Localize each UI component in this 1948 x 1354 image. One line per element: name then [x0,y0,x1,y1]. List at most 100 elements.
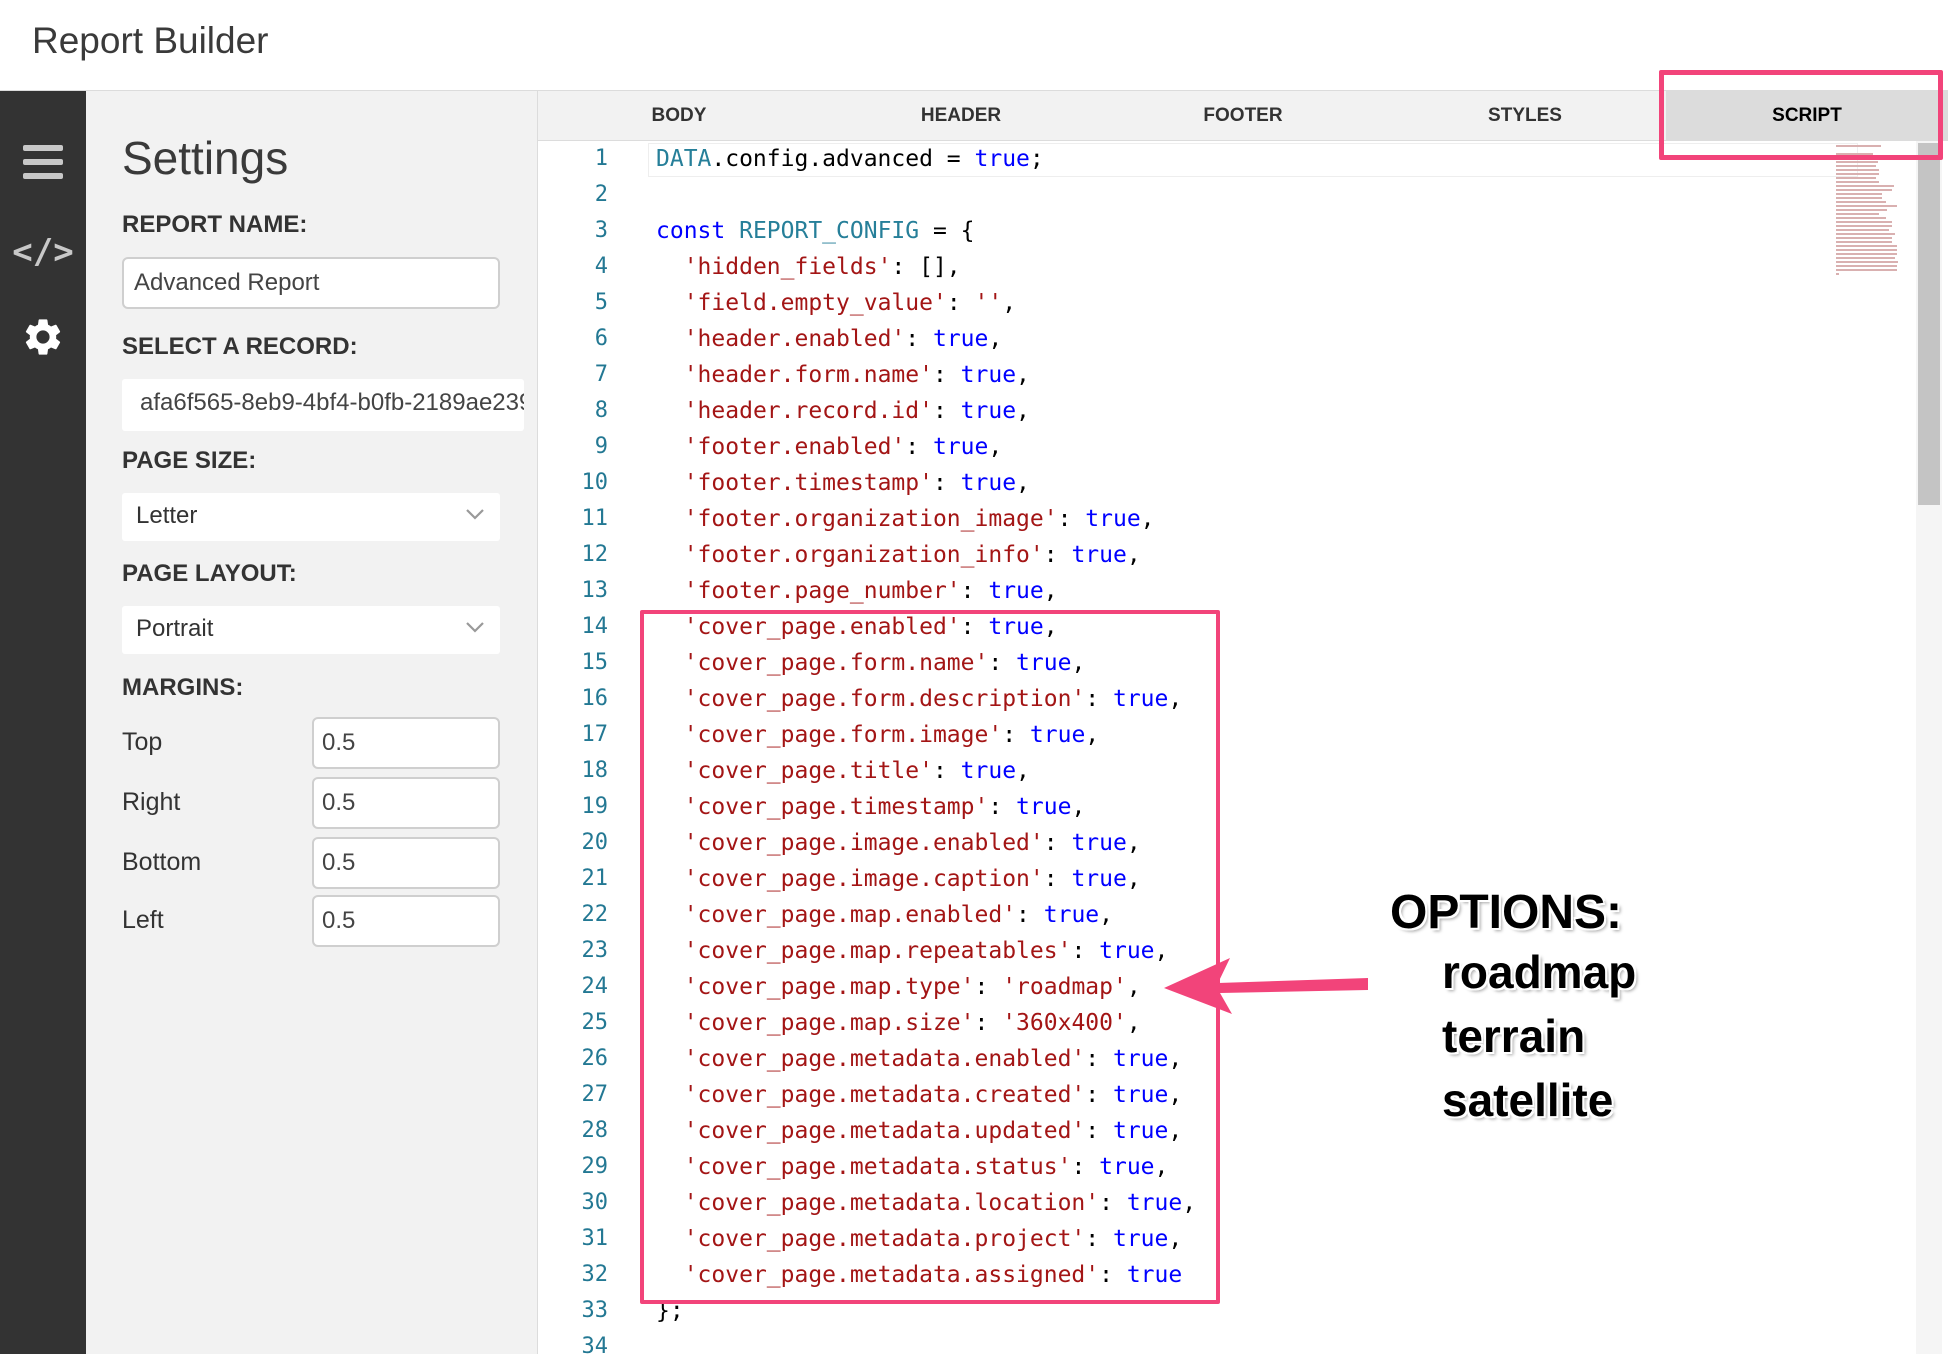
code-line[interactable]: 'cover_page.title': true, [656,758,1030,784]
code-token: : [1016,902,1044,928]
code-token: , [1182,1190,1197,1216]
line-number: 33 [581,1298,609,1323]
option-terrain: terrain [1442,1010,1586,1062]
code-minimap[interactable] [1832,141,1912,441]
code-token: true [1071,866,1127,892]
code-token: , [1126,974,1141,1000]
code-token: true [1016,650,1072,676]
code-line[interactable]: 'cover_page.metadata.project': true, [656,1226,1183,1252]
code-line[interactable]: 'cover_page.form.image': true, [656,722,1099,748]
options-annotation: OPTIONS: roadmap terrain satellite [1390,885,1636,1132]
code-line[interactable]: DATA.config.advanced = true; [656,146,1044,172]
line-number: 4 [594,254,608,279]
record-select[interactable]: afa6f565-8eb9-4bf4-b0fb-2189ae239 [122,379,524,431]
code-line[interactable]: 'field.empty_value': '', [656,290,1016,316]
code-token: , [1043,614,1058,640]
code-line[interactable]: 'cover_page.map.repeatables': true, [656,938,1169,964]
line-number: 23 [581,938,609,963]
code-line[interactable]: 'cover_page.metadata.updated': true, [656,1118,1183,1144]
code-line[interactable]: 'header.record.id': true, [656,398,1030,424]
code-token: 'roadmap' [1002,974,1127,1000]
code-token: : [905,434,933,460]
code-line[interactable]: 'cover_page.metadata.assigned': true [656,1262,1183,1288]
code-line[interactable]: 'footer.enabled': true, [656,434,1003,460]
code-token: : [974,974,1003,1000]
page-layout-select[interactable]: Portrait [122,606,500,654]
code-line[interactable]: 'cover_page.timestamp': true, [656,794,1086,820]
minimap-line [1836,205,1897,207]
report-name-input[interactable]: Advanced Report [122,257,500,309]
code-token: 'footer.organization_info' [683,542,1044,568]
code-line[interactable]: 'cover_page.map.size': '360x400', [656,1010,1141,1036]
minimap-line [1836,245,1897,247]
minimap-line [1836,233,1896,235]
code-token: : [988,650,1017,676]
chevron-down-icon [466,509,484,520]
code-token: 'cover_page.form.description' [683,686,1086,712]
code-line[interactable]: 'header.form.name': true, [656,362,1030,388]
code-line[interactable]: const REPORT_CONFIG = { [656,218,975,244]
code-token: : [1085,1082,1113,1108]
code-token: , [1126,542,1141,568]
code-line[interactable]: 'cover_page.map.enabled': true, [656,902,1113,928]
code-line[interactable]: 'footer.page_number': true, [656,578,1058,604]
code-token: 'footer.timestamp' [683,470,933,496]
tab-script[interactable]: SCRIPT [1666,91,1948,141]
code-line[interactable]: 'hidden_fields': [], [656,254,961,280]
code-line[interactable]: 'header.enabled': true, [656,326,1003,352]
current-line-highlight [648,143,1858,177]
code-token: true [1071,542,1127,568]
code-line[interactable]: 'cover_page.image.caption': true, [656,866,1141,892]
code-line[interactable]: 'cover_page.metadata.created': true, [656,1082,1183,1108]
code-token: 'footer.page_number' [683,578,961,604]
editor-scrollbar[interactable] [1916,141,1942,1354]
tab-header[interactable]: HEADER [920,105,1002,126]
code-token: , [988,326,1003,352]
code-token: true [1126,1190,1183,1216]
tab-footer[interactable]: FOOTER [1203,105,1283,126]
tab-body[interactable]: BODY [651,105,707,126]
code-line[interactable]: 'cover_page.form.description': true, [656,686,1183,712]
app-title: Report Builder [32,20,269,61]
margin-top-input[interactable]: 0.5 [312,717,500,769]
code-line[interactable]: 'cover_page.form.name': true, [656,650,1086,676]
code-line[interactable]: 'cover_page.enabled': true, [656,614,1058,640]
page-size-select[interactable]: Letter [122,493,500,541]
code-token: '' [974,290,1003,316]
code-token: , [1016,758,1030,784]
code-line[interactable]: 'cover_page.metadata.status': true, [656,1154,1169,1180]
line-number: 31 [581,1226,609,1251]
code-token: : [960,614,989,640]
line-number: 12 [581,542,609,567]
minimap-line [1836,153,1873,155]
icon-sidebar: </> [0,91,86,1354]
gear-icon[interactable] [15,309,71,365]
code-token: : [974,1010,1003,1036]
code-line[interactable]: 'footer.organization_image': true, [656,506,1155,532]
tab-styles[interactable]: STYLES [1488,105,1562,126]
code-token: true [988,614,1044,640]
margin-right-input[interactable]: 0.5 [312,777,500,829]
code-token: true [960,362,1017,388]
code-line[interactable]: 'cover_page.metadata.enabled': true, [656,1046,1183,1072]
code-token: true [960,758,1017,784]
code-token: true [1099,1154,1155,1180]
chevron-down-icon [466,622,484,633]
line-number: 11 [581,506,609,531]
scrollbar-thumb[interactable] [1918,143,1940,505]
margin-bottom-input[interactable]: 0.5 [312,837,500,889]
code-line[interactable]: 'cover_page.map.type': 'roadmap', [656,974,1141,1000]
code-token: , [1168,1082,1183,1108]
code-line[interactable]: 'footer.organization_info': true, [656,542,1141,568]
code-line[interactable]: 'cover_page.metadata.location': true, [656,1190,1196,1216]
code-token: , [1071,794,1086,820]
hamburger-icon[interactable] [15,134,71,190]
code-line[interactable]: 'footer.timestamp': true, [656,470,1030,496]
code-icon[interactable]: </> [12,232,74,272]
line-number: 21 [581,866,609,891]
line-number: 26 [581,1046,609,1071]
code-line[interactable]: 'cover_page.image.enabled': true, [656,830,1141,856]
margin-left-input[interactable]: 0.5 [312,895,500,947]
